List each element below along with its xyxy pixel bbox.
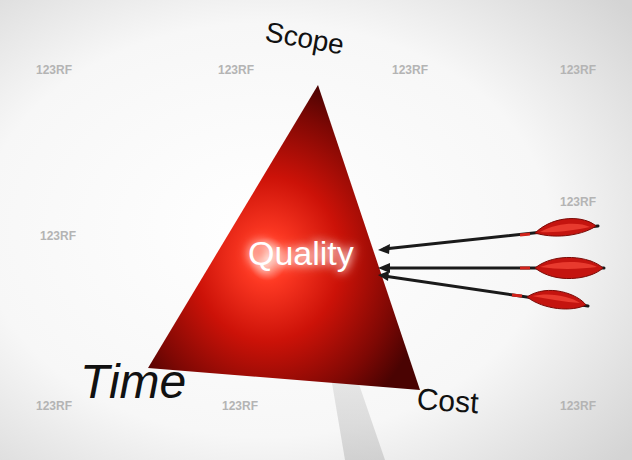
vertex-label: Cost bbox=[416, 384, 480, 418]
watermark: 123RF bbox=[40, 230, 76, 242]
watermark: 123RF bbox=[222, 400, 258, 412]
watermark: 123RF bbox=[36, 64, 72, 76]
vertex-label: Scope bbox=[263, 18, 346, 59]
watermark: 123RF bbox=[560, 64, 596, 76]
watermark: 123RF bbox=[218, 64, 254, 76]
triangle-node: Quality bbox=[140, 80, 430, 395]
watermark: 123RF bbox=[392, 64, 428, 76]
watermark: 123RF bbox=[36, 400, 72, 412]
vertex-label: Time bbox=[80, 358, 186, 406]
center-label: Quality bbox=[248, 236, 354, 270]
watermark: 123RF bbox=[560, 400, 596, 412]
watermark: 123RF bbox=[560, 196, 596, 208]
